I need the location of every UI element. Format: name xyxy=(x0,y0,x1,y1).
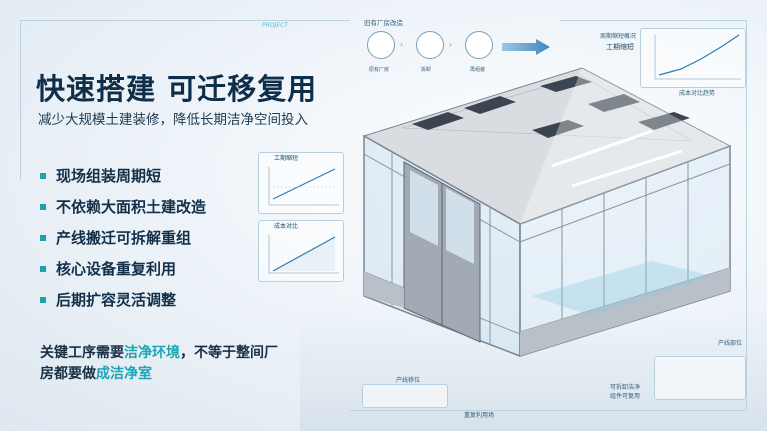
bullet-icon xyxy=(40,296,46,303)
callout-relocation-a: 可拆卸洁净 xyxy=(610,384,641,391)
feature-item: 不依赖大面积土建改造 xyxy=(40,191,206,222)
flow-step-1-icon xyxy=(367,31,395,59)
project-tag: PROJECT xyxy=(262,22,288,29)
flow-step-2-icon xyxy=(416,31,444,59)
callout-bottom-caption: 重复利用场 xyxy=(464,412,495,419)
bullet-icon xyxy=(40,265,46,272)
headline: 快速搭建 可迁移复用 xyxy=(36,72,318,106)
top-right-chart xyxy=(654,34,741,80)
top-left-frame-line xyxy=(20,20,350,21)
right-frame-line xyxy=(746,20,747,410)
schedule-chart xyxy=(268,167,339,206)
subline: 减少大规模土建装修，降低长期洁净空间投入 xyxy=(38,112,308,128)
feature-item: 产线搬迁可拆解重组 xyxy=(40,222,206,253)
flow-step-2-label: 拆卸 xyxy=(421,67,432,73)
bullet-icon xyxy=(40,203,46,210)
top-right-title: 工期缩短 xyxy=(606,43,634,51)
feature-item: 后期扩容灵活调整 xyxy=(40,284,206,315)
feature-text: 核心设备重复利用 xyxy=(56,260,177,278)
top-right-note: 周期缩短概况 xyxy=(600,33,637,40)
callout-relocation-b: 组件可复用 xyxy=(610,393,641,400)
top-right-frame-line xyxy=(560,20,746,21)
schedule-chart-card xyxy=(258,152,344,214)
flow-step-3-label: 再组装 xyxy=(470,67,486,73)
bottom-note-text: ，不等于整间厂房都要做 xyxy=(40,345,278,382)
feature-text: 现场组装周期短 xyxy=(56,167,162,185)
feature-item: 核心设备重复利用 xyxy=(40,253,206,284)
top-right-caption: 成本对比趋势 xyxy=(679,90,716,97)
flow-big-arrow xyxy=(502,39,550,55)
flow-step-1-label: 原有厂房 xyxy=(369,67,390,73)
bottom-note-highlight: 洁净环境 xyxy=(124,345,180,361)
bottom-note-text: 关键工序需要 xyxy=(40,345,124,361)
top-right-chart-card xyxy=(640,28,746,88)
bottom-note: 关键工序需要洁净环境，不等于整间厂房都要做成洁净室 xyxy=(40,343,280,385)
flow-arrow-1: › xyxy=(400,40,404,49)
flow-title: 旧有厂房改造 xyxy=(364,19,403,27)
line-position-card xyxy=(362,384,448,408)
flow-step-3-icon xyxy=(465,31,493,59)
feature-text: 产线搬迁可拆解重组 xyxy=(56,229,192,247)
feature-list: 现场组装周期短 不依赖大面积土建改造 产线搬迁可拆解重组 核心设备重复利用 后期… xyxy=(40,160,206,315)
left-frame-line xyxy=(20,20,21,180)
cost-chart-card xyxy=(258,220,344,282)
bullet-icon xyxy=(40,234,46,241)
callout-production: 产线部位 xyxy=(718,340,743,347)
cleanroom-illustration xyxy=(362,67,732,358)
bullet-icon xyxy=(40,172,46,179)
feature-text: 后期扩容灵活调整 xyxy=(56,291,177,309)
schedule-chart-title: 工期缩短 xyxy=(274,155,299,162)
callout-line-position: 产线移位 xyxy=(396,377,421,384)
flow-arrow-2: › xyxy=(449,40,453,49)
feature-item: 现场组装周期短 xyxy=(40,160,206,191)
bottom-note-highlight: 成洁净室 xyxy=(96,366,152,382)
cost-chart-title: 成本对比 xyxy=(274,223,299,230)
feature-text: 不依赖大面积土建改造 xyxy=(56,198,207,216)
cost-chart xyxy=(268,235,339,274)
relocation-card xyxy=(654,356,746,400)
bottom-frame-line xyxy=(350,410,746,411)
